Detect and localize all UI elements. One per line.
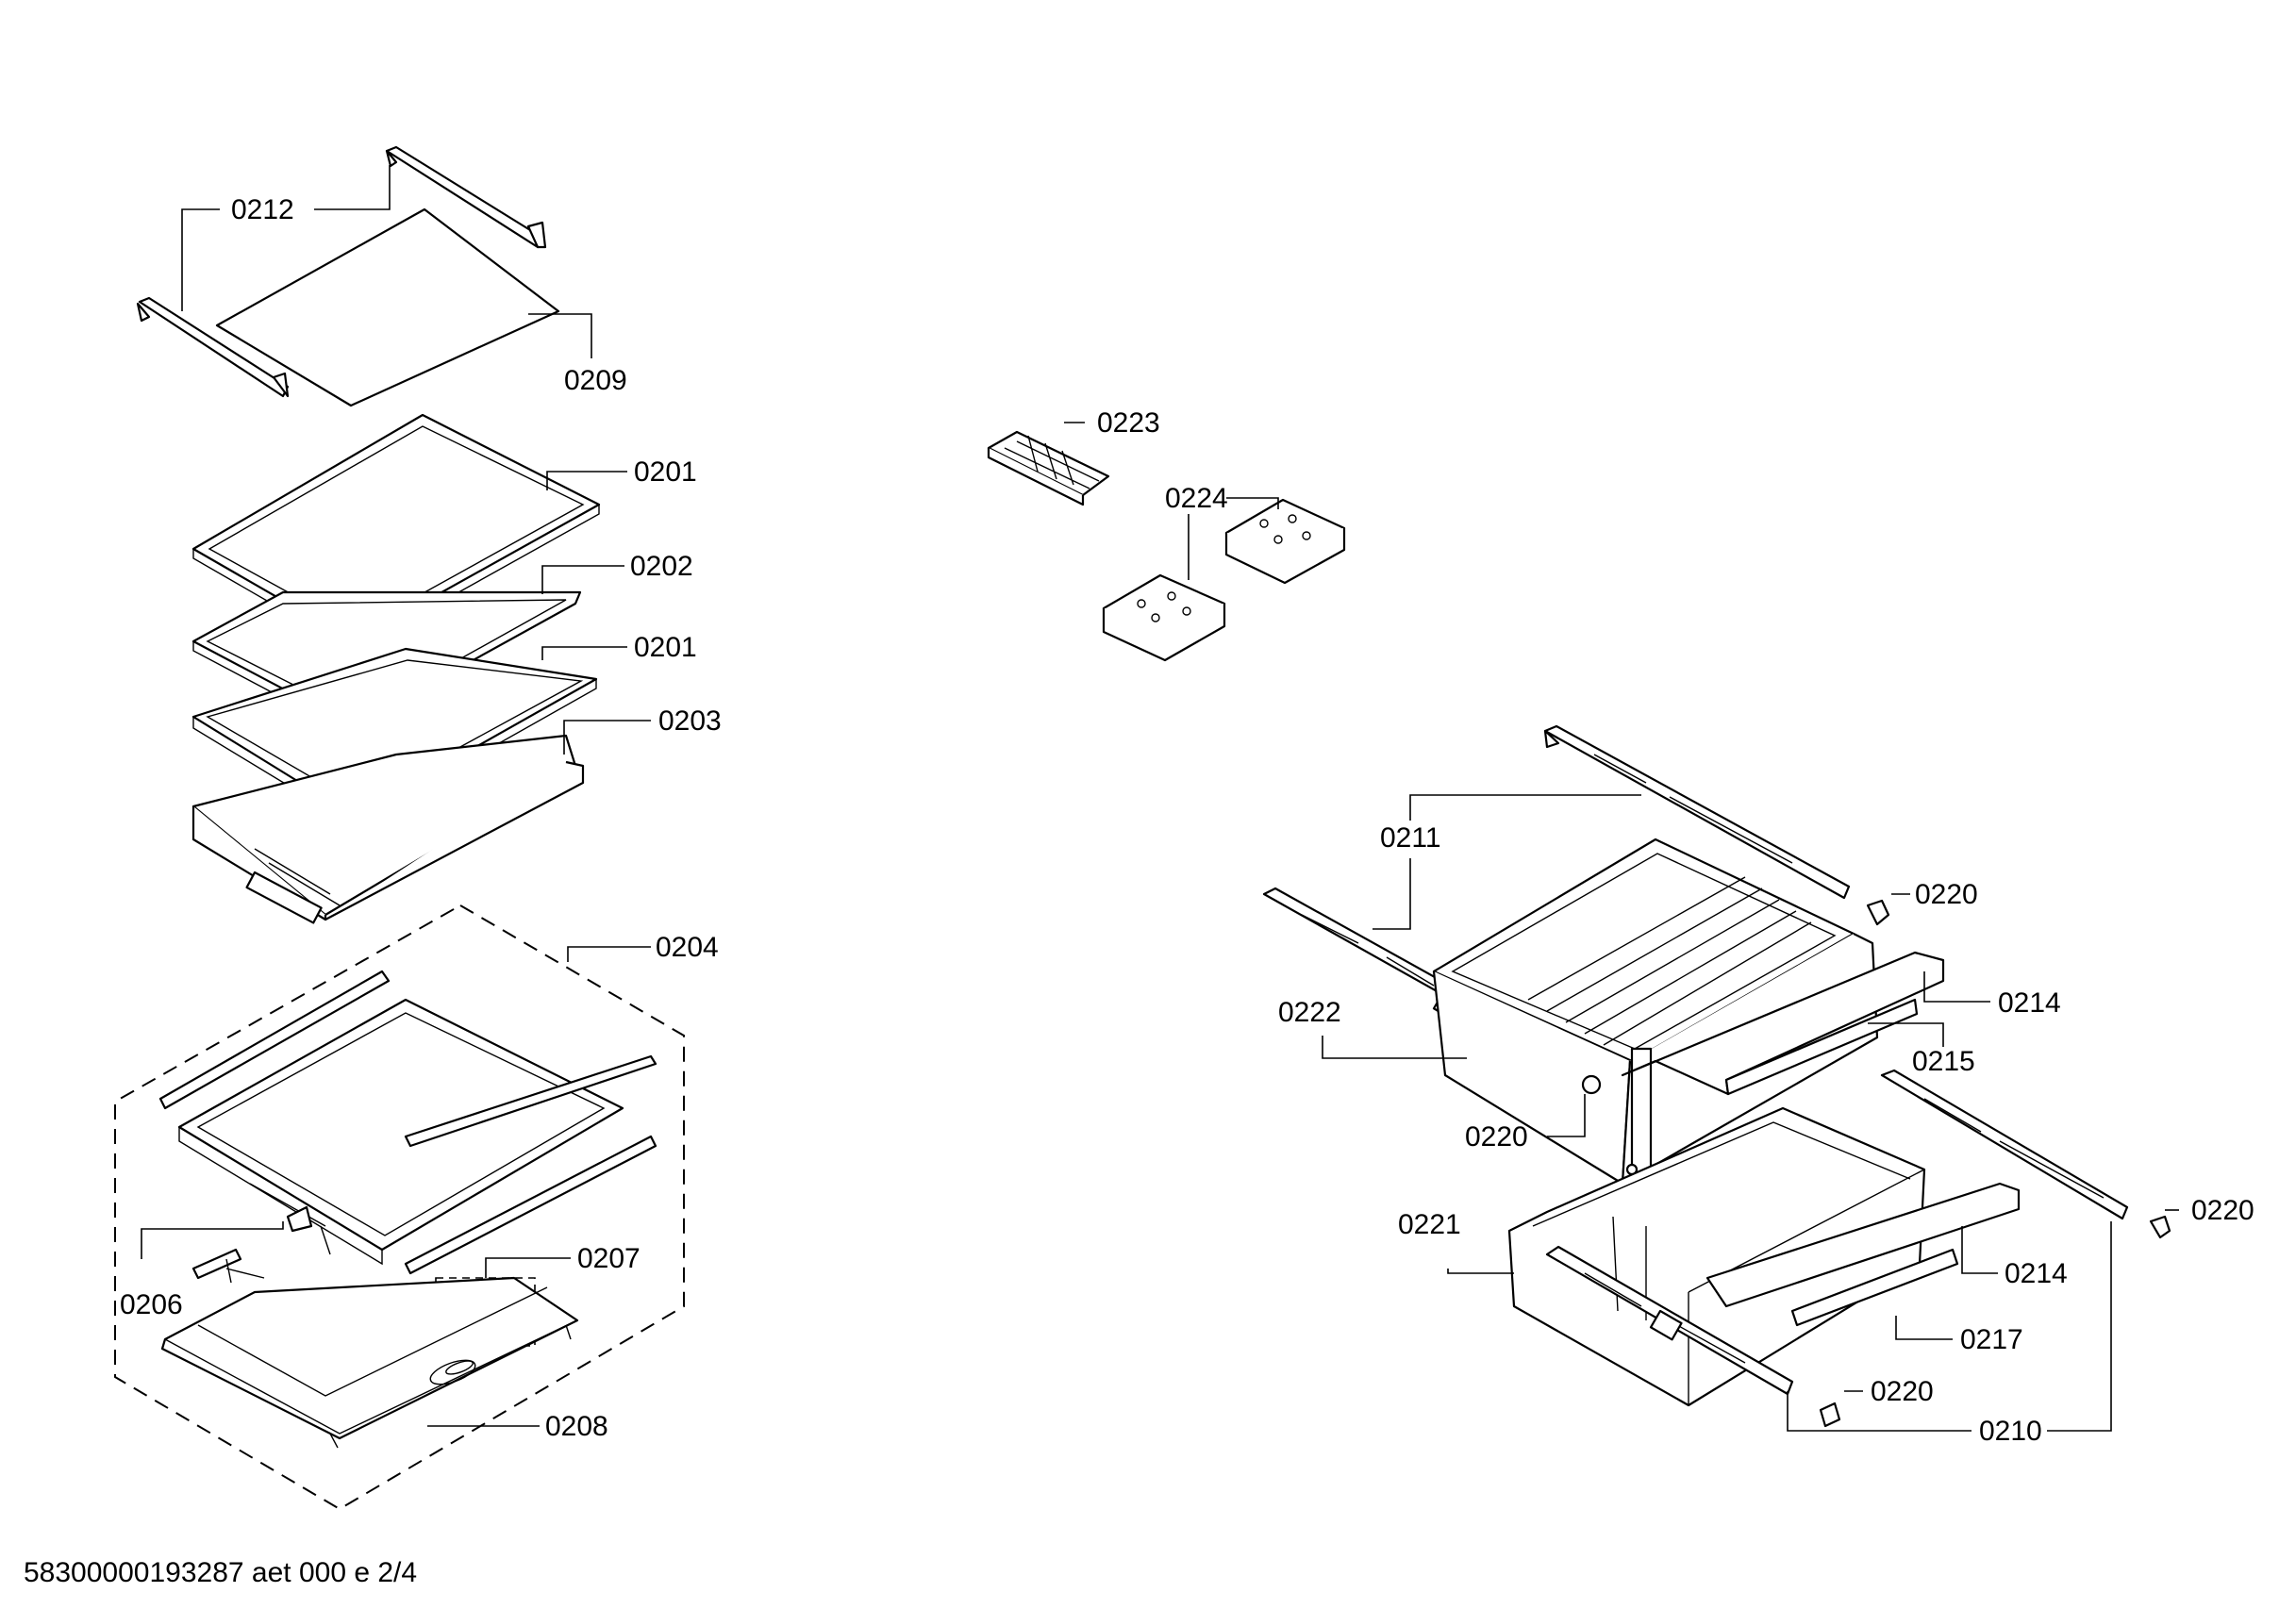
label-0221: 0221 <box>1398 1209 1461 1240</box>
label-0223: 0223 <box>1097 407 1160 439</box>
part-0211-rail-upper <box>1543 724 1851 900</box>
label-0214-lower: 0214 <box>2005 1258 2068 1289</box>
label-0220-a: 0220 <box>1915 879 1978 910</box>
part-0220-cap-b <box>2149 1215 2171 1239</box>
label-0220-c: 0220 <box>2191 1195 2254 1226</box>
label-0215: 0215 <box>1912 1046 1975 1077</box>
part-0220-cap-c <box>1819 1402 1841 1428</box>
footer-document-id: 58300000193287 aet 000 e 2/4 <box>24 1557 417 1588</box>
part-0209-glass <box>215 207 560 407</box>
label-0208: 0208 <box>545 1411 608 1442</box>
part-0204-assembly-outline <box>114 904 685 1511</box>
part-0208-cover <box>160 1276 579 1449</box>
label-0201-top: 0201 <box>634 456 697 488</box>
label-0220-b: 0220 <box>1465 1121 1528 1153</box>
label-0201-second: 0201 <box>634 632 697 663</box>
label-0202: 0202 <box>630 551 693 582</box>
label-0203: 0203 <box>658 705 722 737</box>
label-0209: 0209 <box>564 365 627 396</box>
part-0220-cap-a <box>1866 899 1890 926</box>
leader-lines <box>141 165 2179 1432</box>
label-0211: 0211 <box>1380 822 1441 854</box>
label-0217: 0217 <box>1960 1324 2023 1355</box>
part-0210-rail-left <box>1545 1245 1794 1396</box>
part-0224-cold-pack-b <box>1102 573 1226 662</box>
label-0207: 0207 <box>577 1243 641 1274</box>
label-0224: 0224 <box>1165 483 1228 514</box>
label-0214-upper: 0214 <box>1998 987 2061 1019</box>
label-0220-d: 0220 <box>1871 1376 1934 1407</box>
label-0204: 0204 <box>656 932 719 963</box>
label-0210: 0210 <box>1979 1416 2042 1447</box>
part-0214-trim-lower <box>1705 1182 2021 1308</box>
part-0224-cold-pack-a <box>1224 498 1346 585</box>
part-0203-shelf-trim <box>191 734 585 924</box>
part-0212-rails <box>136 145 547 398</box>
part-0223-ice-tray <box>987 430 1110 506</box>
label-0206: 0206 <box>120 1289 183 1320</box>
label-0222: 0222 <box>1278 997 1341 1028</box>
part-0210-rail-right <box>1880 1069 2129 1220</box>
label-0212: 0212 <box>231 194 294 225</box>
part-0217-trim <box>1790 1248 1959 1327</box>
part-0204-shelf-assembly <box>158 970 657 1279</box>
